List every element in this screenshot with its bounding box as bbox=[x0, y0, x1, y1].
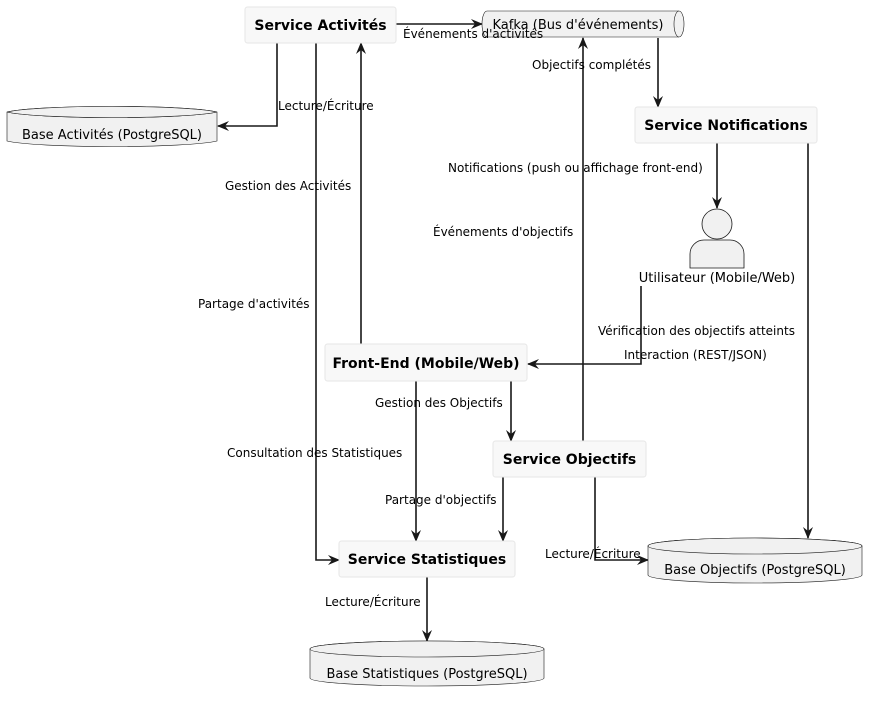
node-service-activites-label: Service Activités bbox=[254, 18, 386, 34]
edge-label-gestion-objectifs: Gestion des Objectifs bbox=[375, 396, 503, 410]
actor-head-icon bbox=[701, 208, 733, 240]
edge-label-evenements-objectifs: Événements d'objectifs bbox=[433, 224, 573, 239]
edge-label-lecture-ecriture-activites: Lecture/Écriture bbox=[278, 98, 374, 113]
node-base-objectifs-db[interactable]: Base Objectifs (PostgreSQL) bbox=[647, 537, 863, 584]
edge-user-to-frontend bbox=[527, 286, 642, 369]
node-base-statistiques-db[interactable]: Base Statistiques (PostgreSQL) bbox=[309, 640, 545, 687]
node-front-end[interactable]: Front-End (Mobile/Web) bbox=[324, 343, 528, 382]
node-kafka-queue[interactable]: Kafka (Bus d'événements) bbox=[481, 10, 685, 38]
node-base-activites-label: Base Activités (PostgreSQL) bbox=[22, 128, 202, 143]
edge-label-interaction: Interaction (REST/JSON) bbox=[624, 348, 767, 362]
edge-objectifs-to-base-objectifs bbox=[594, 477, 649, 565]
edge-label-partage-objectifs: Partage d'objectifs bbox=[385, 493, 497, 507]
node-base-activites-db[interactable]: Base Activités (PostgreSQL) bbox=[6, 106, 218, 147]
edge-label-notifications: Notifications (push ou affichage front-e… bbox=[448, 161, 703, 175]
node-service-notifications-label: Service Notifications bbox=[644, 118, 807, 134]
node-front-end-label: Front-End (Mobile/Web) bbox=[332, 356, 519, 372]
node-service-objectifs-label: Service Objectifs bbox=[503, 452, 637, 468]
node-kafka-label: Kafka (Bus d'événements) bbox=[493, 18, 664, 33]
edge-label-verification-objectifs: Vérification des objectifs atteints bbox=[598, 324, 795, 338]
edge-label-objectifs-completes: Objectifs complétés bbox=[532, 58, 651, 72]
edge-label-gestion-activites: Gestion des Activités bbox=[225, 179, 351, 193]
node-utilisateur-label: Utilisateur (Mobile/Web) bbox=[639, 271, 796, 286]
node-utilisateur-actor[interactable]: Utilisateur (Mobile/Web) bbox=[639, 208, 796, 286]
edge-label-partage-activites: Partage d'activités bbox=[198, 297, 310, 311]
node-service-statistiques[interactable]: Service Statistiques bbox=[338, 540, 516, 578]
edge-activites-to-base bbox=[217, 43, 278, 131]
edge-label-consultation-statistiques: Consultation des Statistiques bbox=[227, 446, 402, 460]
node-base-objectifs-label: Base Objectifs (PostgreSQL) bbox=[664, 563, 846, 578]
node-service-notifications[interactable]: Service Notifications bbox=[634, 106, 818, 144]
edge-label-lecture-ecriture-objectifs: Lecture/Écriture bbox=[545, 546, 641, 561]
node-base-statistiques-label: Base Statistiques (PostgreSQL) bbox=[326, 667, 527, 682]
node-service-statistiques-label: Service Statistiques bbox=[348, 552, 506, 568]
actor-body-icon bbox=[689, 239, 745, 269]
edge-label-evenements-activites: Événements d'activités bbox=[403, 26, 543, 41]
edge-label-lecture-ecriture-statistiques: Lecture/Écriture bbox=[325, 594, 421, 609]
edge-activites-to-statistiques bbox=[315, 43, 340, 565]
node-service-activites[interactable]: Service Activités bbox=[244, 6, 397, 44]
node-service-objectifs[interactable]: Service Objectifs bbox=[492, 440, 647, 478]
